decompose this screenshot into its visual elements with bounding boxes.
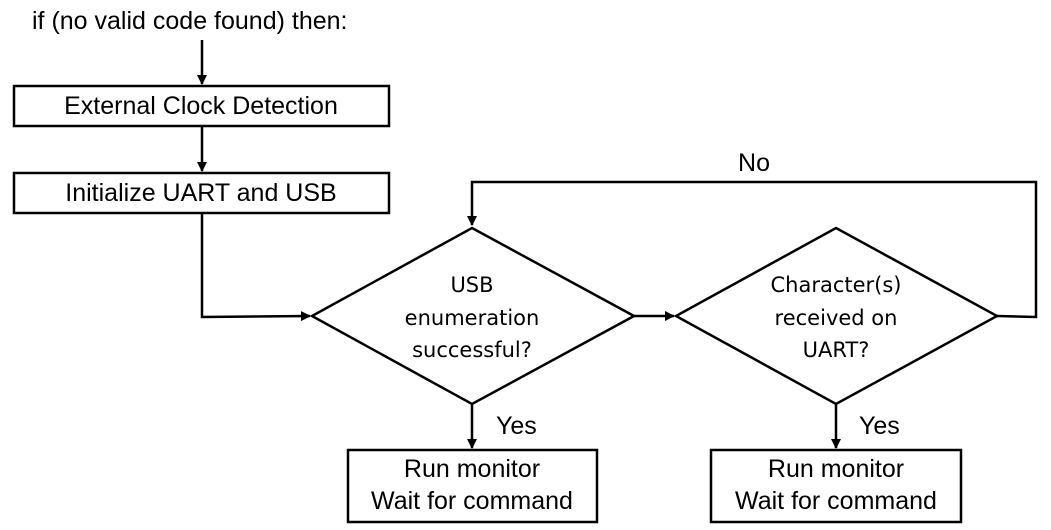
clock-detection-label: External Clock Detection [64,92,338,120]
usb-decision-line-3: successful? [412,338,532,362]
uart-yes-label: Yes [859,412,900,440]
usb-decision-line-1: USB [450,273,493,297]
usb-run-monitor-box [346,448,599,524]
condition-title: if (no valid code found) then: [32,7,347,35]
arrow-init-to-usb-decision [200,213,311,322]
uart-run-monitor-box [709,448,963,524]
uart-decision-line-3: UART? [803,338,870,362]
no-label: No [738,149,770,177]
usb-run-monitor-line-2: Wait for command [371,487,573,515]
init-uart-usb-label: Initialize UART and USB [65,179,336,207]
clock-detection-box [12,84,391,128]
arrow-no-loop-back [467,180,1038,319]
usb-yes-label: Yes [496,412,537,440]
usb-run-monitor-line-1: Run monitor [404,455,540,483]
uart-decision-line-2: received on [775,306,898,330]
uart-run-monitor-line-1: Run monitor [768,455,904,483]
uart-run-monitor-line-2: Wait for command [735,487,937,515]
uart-decision-line-1: Character(s) [770,273,901,297]
init-uart-usb-box [12,171,391,215]
usb-decision-line-2: enumeration [405,306,540,330]
